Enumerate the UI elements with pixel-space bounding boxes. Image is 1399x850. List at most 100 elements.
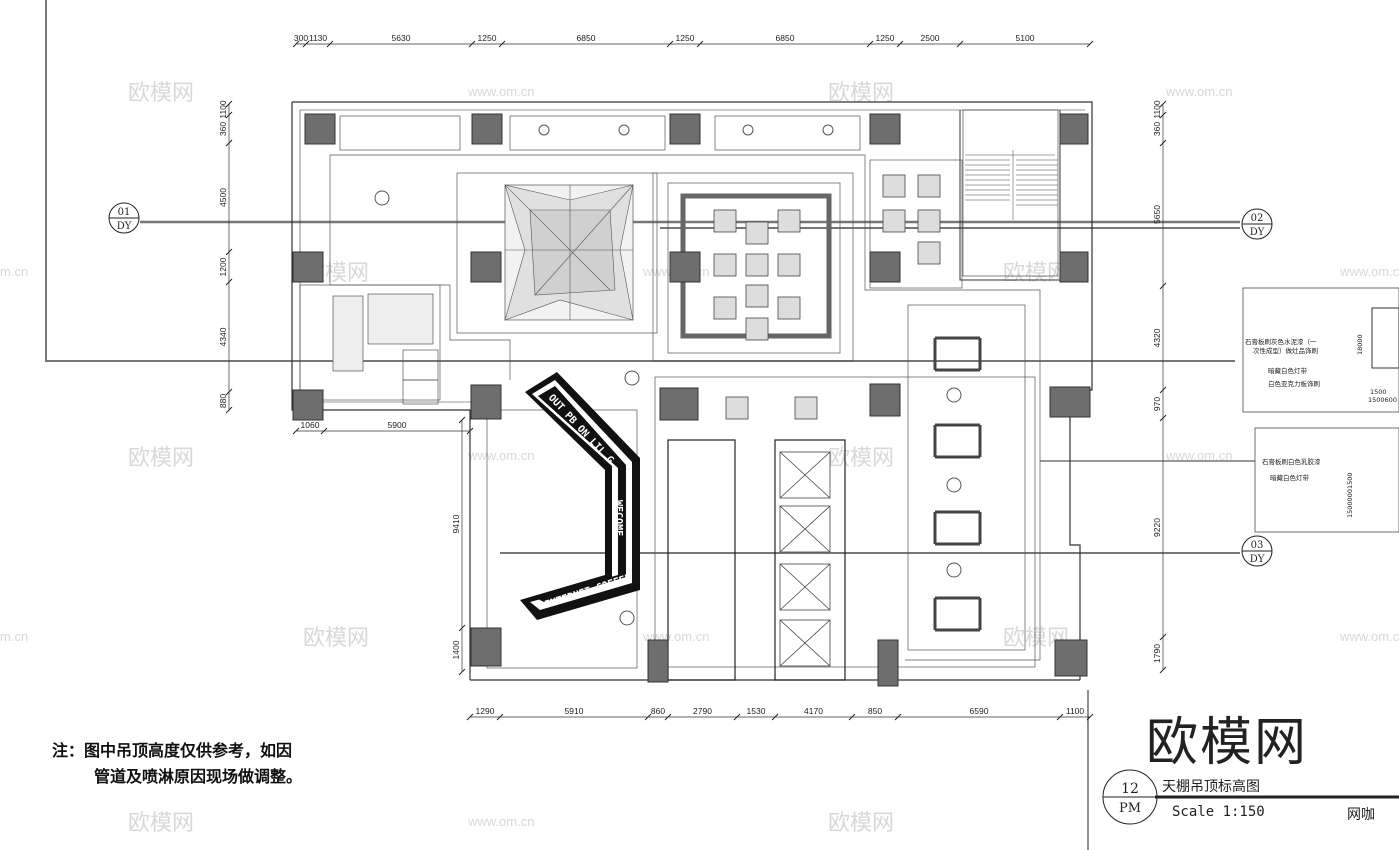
section-tag-03[interactable]: 03 DY xyxy=(1241,535,1273,567)
bar-sign-text: WECOME xyxy=(613,500,624,536)
dimension-tick xyxy=(225,139,233,147)
dimension-tick xyxy=(666,40,674,48)
watermark: 欧模网 xyxy=(128,81,194,106)
dimension-tick xyxy=(458,624,466,632)
dimension-tick xyxy=(866,40,874,48)
dimension-tick xyxy=(1159,139,1167,147)
watermark-url: m.cn xyxy=(0,629,28,644)
dimension-tick xyxy=(225,100,233,108)
note-line-1: 注：图中吊顶高度仅供参考，如因 xyxy=(52,741,293,760)
watermark: 欧模网 xyxy=(1003,261,1069,286)
dimension-value: 1250 xyxy=(478,33,497,43)
dimension-tick xyxy=(225,388,233,396)
dimension-value: 1250 xyxy=(876,33,895,43)
dimension-value: 2790 xyxy=(693,706,712,716)
dimension-tick xyxy=(326,40,334,48)
dimension-tick xyxy=(644,713,652,721)
dimension-value: 970 xyxy=(1152,397,1162,411)
light-boxes xyxy=(713,174,941,420)
dimension-value: 9220 xyxy=(1152,518,1162,537)
section-tag-number: 03 xyxy=(1251,540,1264,551)
dimension-value: 1400 xyxy=(451,640,461,659)
dimension-tick xyxy=(1159,666,1167,674)
legend-text: 石膏板刷灰色水泥漆（一 xyxy=(1245,337,1317,346)
dimension-tick xyxy=(225,111,233,119)
dimension-tick xyxy=(894,713,902,721)
watermark-url: www.om.cn xyxy=(467,448,534,463)
section-tag-02[interactable]: 02 DY xyxy=(1241,208,1273,240)
dimension-tick xyxy=(956,40,964,48)
dimension-tick xyxy=(225,406,233,414)
dimension-value: 1790 xyxy=(1152,644,1162,663)
watermark-url: www.om.cn xyxy=(467,814,534,829)
structural-columns xyxy=(292,113,1091,687)
dimension-value: 1250 xyxy=(676,33,695,43)
dimension-value: 360 xyxy=(1152,122,1162,136)
dimension-value: 1100 xyxy=(1066,706,1085,716)
dimension-tick xyxy=(458,416,466,424)
dimension-lines xyxy=(228,43,1164,718)
dimension-value: 4500 xyxy=(218,188,228,207)
dimension-value: 1290 xyxy=(476,706,495,716)
dimension-tick xyxy=(1159,633,1167,641)
dimension-value: 1530 xyxy=(747,706,766,716)
dimension-value: 5900 xyxy=(388,420,407,430)
dimension-tick xyxy=(292,40,300,48)
dimension-tick xyxy=(733,713,741,721)
watermark: 欧模网 xyxy=(128,446,194,471)
pendant-lights xyxy=(374,124,962,626)
dimension-tick xyxy=(896,40,904,48)
watermark: 欧模网 xyxy=(828,446,894,471)
bar-counter: OUT PB ON LIL G WECOME INTERNET COFFEE xyxy=(520,372,640,620)
dimension-value: 5630 xyxy=(392,33,411,43)
dimension-value: 4340 xyxy=(218,327,228,346)
legend-panel-2: 石膏板刷白色乳胶漆 暗藏白色灯带 15000001500 xyxy=(1254,427,1399,533)
section-tag-01[interactable]: 01 DY xyxy=(108,202,140,234)
dimension-tick xyxy=(1056,713,1064,721)
dimension-value: 860 xyxy=(651,706,665,716)
dimension-tick xyxy=(1159,386,1167,394)
dimension-tick xyxy=(696,40,704,48)
cross-lights xyxy=(933,336,982,632)
dimension-tick xyxy=(1159,111,1167,119)
watermark-url: www.om.cn xyxy=(1165,84,1232,99)
section-tag-number: 01 xyxy=(118,207,131,218)
legend-text: 石膏板刷白色乳胶漆 xyxy=(1262,457,1321,466)
legend-text: 暗藏白色灯带 xyxy=(1270,473,1310,482)
dimension-value: 1130 xyxy=(309,33,328,43)
dimension-value: 4320 xyxy=(1152,328,1162,347)
section-tag-code: DY xyxy=(1250,227,1265,238)
title-block-lines xyxy=(1087,690,1399,850)
dimension-value: 4170 xyxy=(804,706,823,716)
dimension-value: 1060 xyxy=(301,420,320,430)
dimension-value: 880 xyxy=(218,394,228,408)
drawing-subject: 网咖 xyxy=(1347,807,1375,823)
dimension-tick xyxy=(225,278,233,286)
drawing-number: 12 xyxy=(1121,781,1139,797)
legend-dim: 18000 xyxy=(1356,334,1364,355)
dimension-value: 300 xyxy=(294,33,308,43)
section-tag-number: 02 xyxy=(1251,213,1264,224)
dimension-tick xyxy=(292,427,300,435)
dimension-tick xyxy=(302,40,310,48)
drawing-scale: Scale 1:150 xyxy=(1172,804,1265,820)
legend-text: 白色亚克力板饰刷 xyxy=(1268,379,1320,388)
dimension-tick xyxy=(498,40,506,48)
dimension-tick xyxy=(664,713,672,721)
elevator-shafts xyxy=(779,451,831,667)
section-tag-code: DY xyxy=(117,221,132,232)
dimension-tick xyxy=(1086,40,1094,48)
dimension-tick xyxy=(225,248,233,256)
dimension-value: 2500 xyxy=(921,33,940,43)
watermark-url: www.om.cn xyxy=(467,84,534,99)
dimension-tick xyxy=(468,40,476,48)
dimension-value: 5100 xyxy=(1016,33,1035,43)
dimension-tick xyxy=(1159,282,1167,290)
dimension-value: 1200 xyxy=(218,257,228,276)
